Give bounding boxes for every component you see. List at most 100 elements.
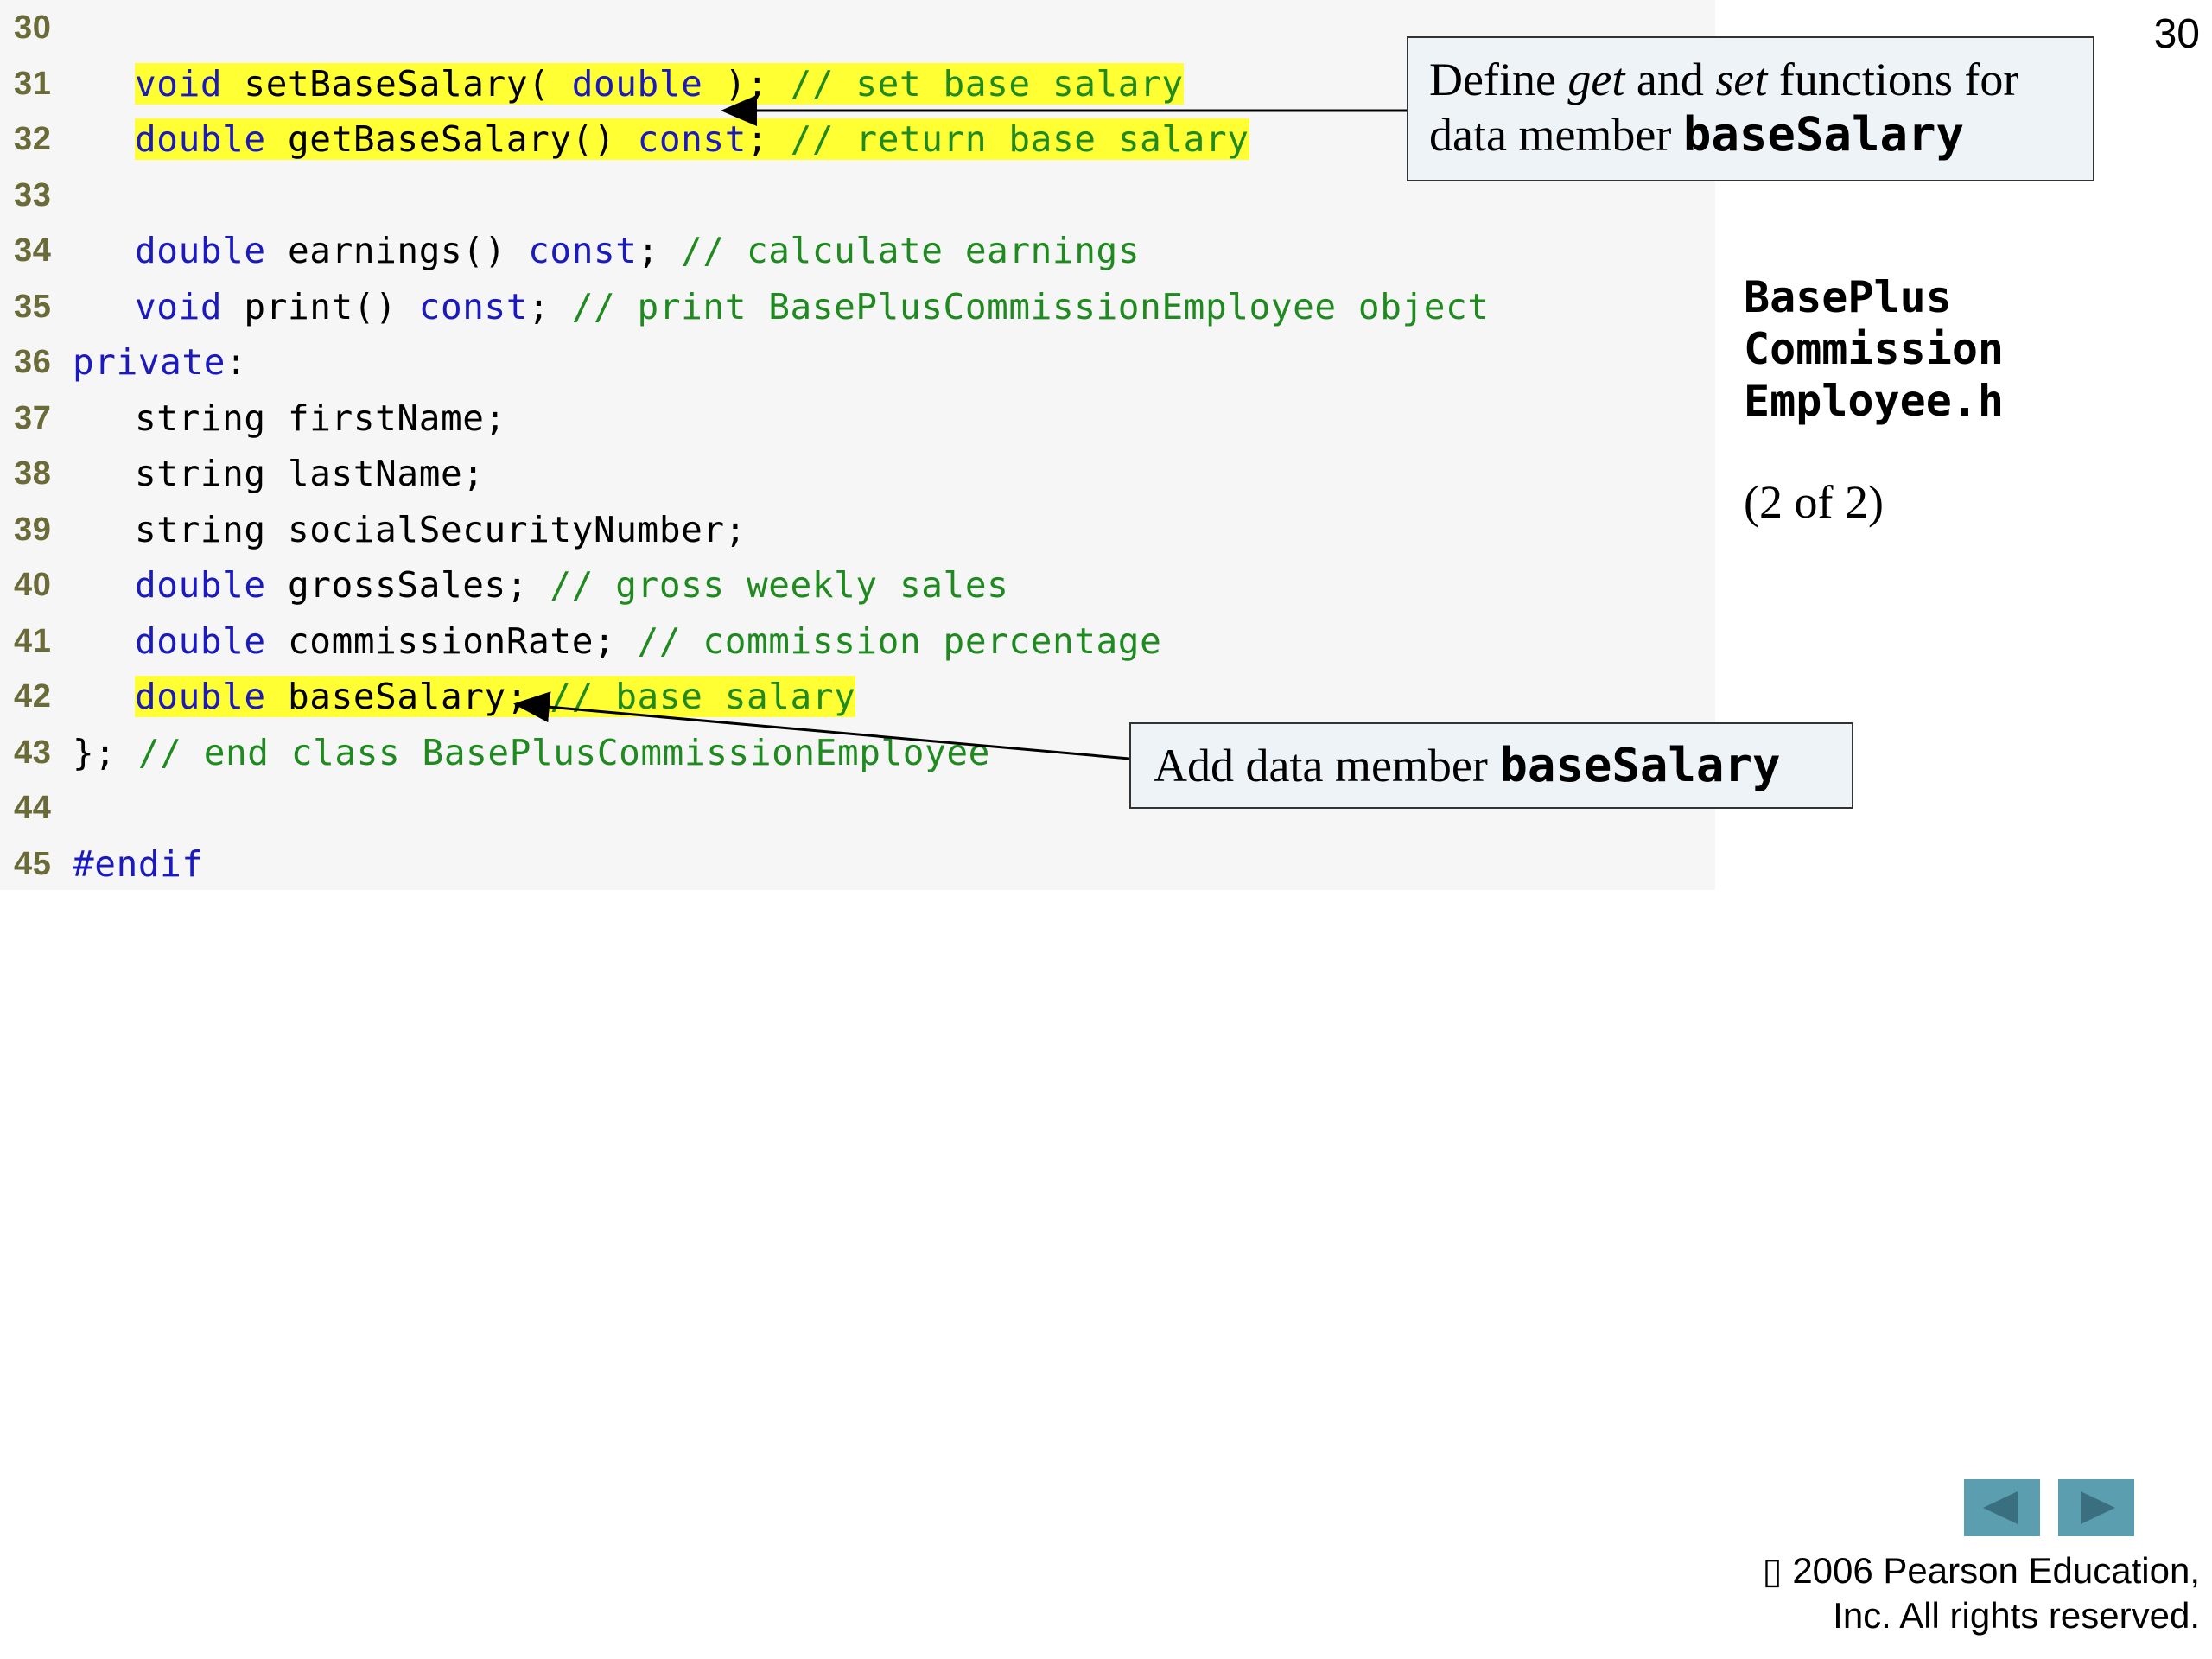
code-token: string socialSecurityNumber; <box>135 508 747 550</box>
code-keyword: double <box>571 62 703 105</box>
code-text: string lastName; <box>73 446 485 501</box>
code-keyword: double <box>135 564 266 606</box>
code-text: string socialSecurityNumber; <box>73 502 747 557</box>
code-comment: // calculate earnings <box>681 230 1141 271</box>
code-body: void print() const; // print BasePlusCom… <box>135 286 1490 327</box>
file-name-line: BasePlus <box>1744 272 1952 322</box>
code-body: double grossSales; // gross weekly sales <box>135 564 1008 606</box>
line-number: 32 <box>14 121 52 157</box>
code-text: }; // end class BasePlusCommissionEmploy… <box>73 725 990 780</box>
code-comment: // base salary <box>550 676 856 717</box>
code-body: string lastName; <box>135 453 485 494</box>
line-number: 45 <box>14 845 52 882</box>
copyright-line: Inc. All rights reserved. <box>1833 1595 2200 1636</box>
line-number: 30 <box>14 10 52 46</box>
page-indicator: (2 of 2) <box>1744 476 1884 528</box>
highlighted-code: void setBaseSalary( double ); // set bas… <box>135 62 1184 105</box>
copyright-notice: ▯ 2006 Pearson Education, Inc. All right… <box>1763 1548 2200 1638</box>
code-token: baseSalary; <box>265 676 550 717</box>
code-body: private: <box>73 341 247 383</box>
code-keyword: void <box>135 285 223 327</box>
code-body: string firstName; <box>135 397 506 439</box>
highlighted-code: double baseSalary; // base salary <box>135 676 856 717</box>
code-text: string firstName; <box>73 391 506 446</box>
previous-slide-button[interactable] <box>1964 1479 2040 1536</box>
highlighted-code: double getBaseSalary() const; // return … <box>135 118 1249 160</box>
line-number: 44 <box>14 790 52 826</box>
code-text: void print() const; // print BasePlusCom… <box>73 279 1490 334</box>
line-number: 34 <box>14 232 52 269</box>
line-number: 36 <box>14 344 52 380</box>
callout-code: baseSalary <box>1499 738 1781 792</box>
line-number: 42 <box>14 678 52 715</box>
code-keyword: double <box>135 620 266 662</box>
code-token: ; <box>746 118 791 160</box>
code-text: double getBaseSalary() const; // return … <box>73 111 1249 167</box>
code-token: print() <box>222 285 419 327</box>
code-keyword: private <box>73 341 226 383</box>
right-triangle-icon <box>2081 1491 2115 1524</box>
line-number: 41 <box>14 622 52 659</box>
code-token: earnings() <box>265 230 529 271</box>
code-body: double commissionRate; // commission per… <box>135 620 1161 662</box>
code-keyword: double <box>135 230 266 271</box>
callout-text: functions for <box>1767 54 2019 105</box>
callout-code: baseSalary <box>1682 107 1964 162</box>
code-keyword: const <box>528 230 638 271</box>
code-token: commissionRate; <box>265 620 638 662</box>
callout-add-data-member: Add data member baseSalary <box>1129 722 1853 809</box>
code-text: double commissionRate; // commission per… <box>73 613 1161 669</box>
code-token: getBaseSalary() <box>265 118 638 160</box>
code-token: grossSales; <box>265 564 550 606</box>
callout-text: Add data member <box>1154 740 1500 791</box>
code-token: ); <box>702 62 791 105</box>
code-body: double earnings() const; // calculate ea… <box>135 230 1140 271</box>
line-number: 43 <box>14 734 52 771</box>
callout-emphasis-set: set <box>1715 54 1768 105</box>
code-token: }; <box>73 731 138 773</box>
code-token: : <box>226 341 248 383</box>
code-keyword: const <box>637 118 747 160</box>
code-token: string firstName; <box>135 397 506 439</box>
code-comment: // print BasePlusCommissionEmployee obje… <box>571 285 1490 327</box>
code-text: double grossSales; // gross weekly sales <box>73 557 1008 613</box>
left-triangle-icon <box>1983 1491 2018 1524</box>
callout-text: Define <box>1429 54 1568 105</box>
code-comment: // commission percentage <box>637 620 1162 662</box>
code-keyword: #endif <box>73 842 204 885</box>
code-token: setBaseSalary( <box>222 62 572 105</box>
slide-number: 30 <box>2153 11 2200 57</box>
line-number: 39 <box>14 511 52 548</box>
code-keyword: const <box>418 285 529 327</box>
line-number: 35 <box>14 288 52 325</box>
file-name-line: Commission <box>1744 324 2005 374</box>
callout-text: and <box>1624 54 1716 105</box>
code-comment: // gross weekly sales <box>550 564 1009 606</box>
code-text: double baseSalary; // base salary <box>73 669 856 724</box>
callout-text: data member <box>1429 109 1683 161</box>
line-number: 38 <box>14 455 52 492</box>
code-body: string socialSecurityNumber; <box>135 509 747 550</box>
line-number: 31 <box>14 65 52 102</box>
code-comment: // set base salary <box>790 62 1184 105</box>
file-name-line: Employee.h <box>1744 376 2005 426</box>
code-token: ; <box>637 230 682 271</box>
code-comment: // end class BasePlusCommissionEmployee <box>137 731 990 773</box>
code-body: }; // end class BasePlusCommissionEmploy… <box>73 732 990 773</box>
code-text: private: <box>73 334 247 390</box>
line-number: 33 <box>14 176 52 213</box>
next-slide-button[interactable] <box>2058 1479 2134 1536</box>
line-number: 40 <box>14 567 52 603</box>
code-body: #endif <box>73 843 204 885</box>
copyright-line: ▯ 2006 Pearson Education, <box>1762 1550 2200 1591</box>
code-keyword: double <box>135 676 266 717</box>
code-text: void setBaseSalary( double ); // set bas… <box>73 56 1184 111</box>
code-token: ; <box>528 285 572 327</box>
code-keyword: double <box>135 118 266 160</box>
code-keyword: void <box>135 62 223 105</box>
line-number: 37 <box>14 399 52 436</box>
code-token: string lastName; <box>135 453 485 494</box>
code-text: #endif <box>73 836 204 892</box>
code-text: double earnings() const; // calculate ea… <box>73 223 1140 278</box>
